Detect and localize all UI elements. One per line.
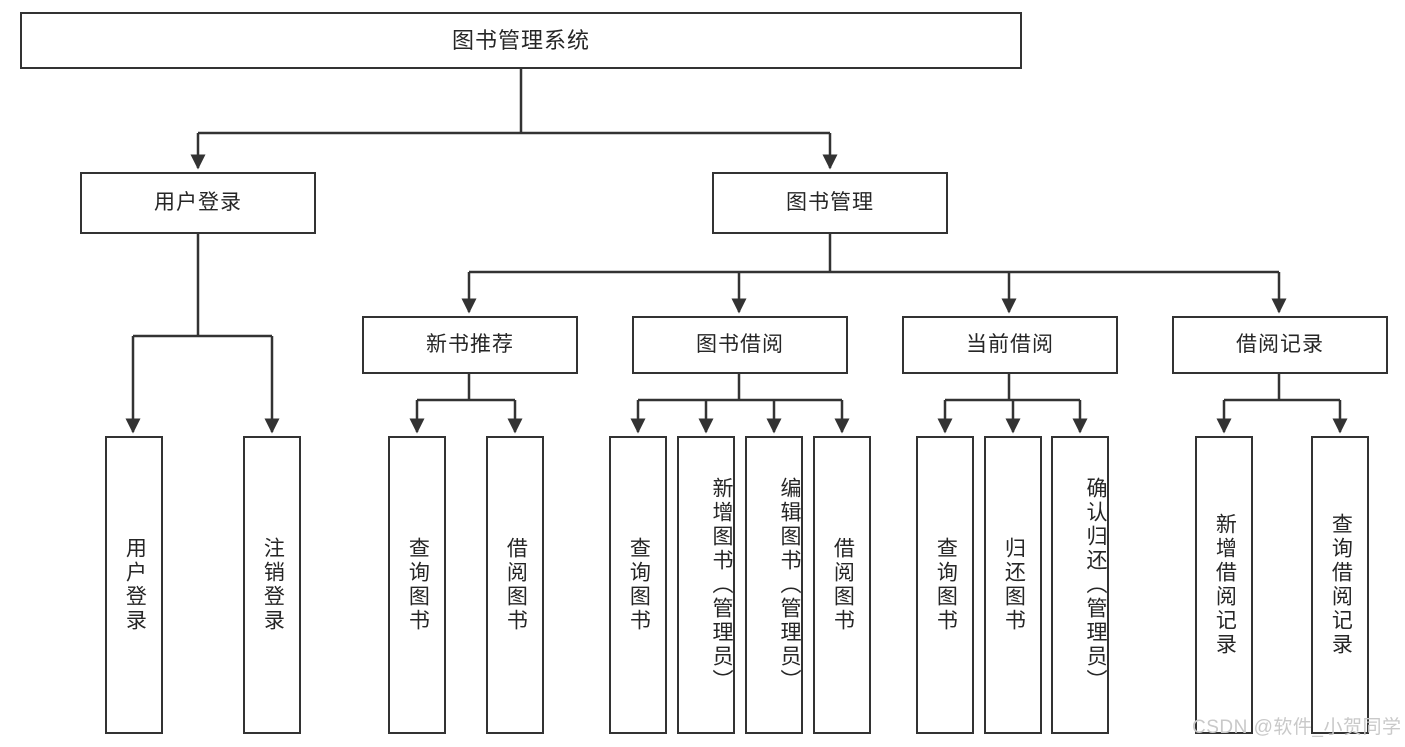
- node-new-book-recommend[interactable]: 新书推荐: [362, 316, 578, 374]
- leaf-add-borrow-record[interactable]: 新增借阅记录: [1195, 436, 1253, 734]
- node-borrow-record[interactable]: 借阅记录: [1172, 316, 1388, 374]
- leaf-edit-book-admin[interactable]: 编辑图书（管理员）: [745, 436, 803, 734]
- leaf-add-book-admin[interactable]: 新增图书（管理员）: [677, 436, 735, 734]
- leaf-borrow-book-recommend[interactable]: 借阅图书: [486, 436, 544, 734]
- leaf-query-book-current[interactable]: 查询图书: [916, 436, 974, 734]
- leaf-query-book-borrow[interactable]: 查询图书: [609, 436, 667, 734]
- node-current-borrow[interactable]: 当前借阅: [902, 316, 1118, 374]
- leaf-user-login[interactable]: 用户登录: [105, 436, 163, 734]
- node-root-system[interactable]: 图书管理系统: [20, 12, 1022, 69]
- leaf-logout-login[interactable]: 注销登录: [243, 436, 301, 734]
- leaf-query-borrow-record[interactable]: 查询借阅记录: [1311, 436, 1369, 734]
- node-book-borrow[interactable]: 图书借阅: [632, 316, 848, 374]
- leaf-confirm-return-admin[interactable]: 确认归还（管理员）: [1051, 436, 1109, 734]
- node-book-management[interactable]: 图书管理: [712, 172, 948, 234]
- leaf-borrow-book-borrow[interactable]: 借阅图书: [813, 436, 871, 734]
- node-user-login[interactable]: 用户登录: [80, 172, 316, 234]
- leaf-query-book-recommend[interactable]: 查询图书: [388, 436, 446, 734]
- leaf-return-book[interactable]: 归还图书: [984, 436, 1042, 734]
